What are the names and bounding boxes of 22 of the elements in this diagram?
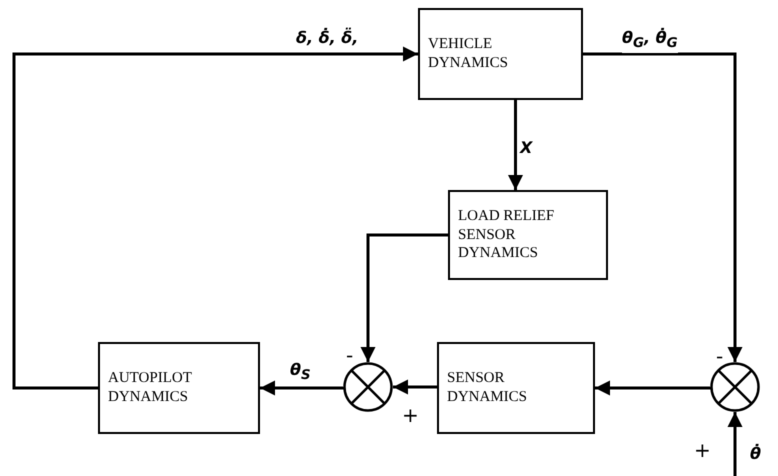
box-label: VEHICLE DYNAMICS [427, 35, 510, 73]
process-box [437, 342, 595, 434]
arrow [360, 234, 448, 362]
process-box [418, 8, 583, 100]
arrow [595, 380, 712, 396]
arrow [393, 380, 438, 394]
summing-junction [343, 362, 393, 412]
process-box [98, 342, 260, 434]
box-label: AUTOPILOT DYNAMICS [107, 369, 193, 407]
arrow [508, 100, 523, 190]
arrow [728, 412, 742, 476]
arrow [260, 380, 344, 396]
process-box [448, 190, 608, 280]
box-label: LOAD RELIEF SENSOR DYNAMICS [457, 206, 556, 264]
arrow [12, 46, 418, 390]
arrow [583, 52, 742, 362]
sign-label: + [402, 405, 419, 425]
box-label: SENSOR DYNAMICS [446, 369, 528, 407]
summing-junction [710, 362, 760, 412]
sign-label: - [716, 346, 724, 366]
sign-label: - [346, 345, 354, 365]
sign-label: + [694, 440, 711, 460]
